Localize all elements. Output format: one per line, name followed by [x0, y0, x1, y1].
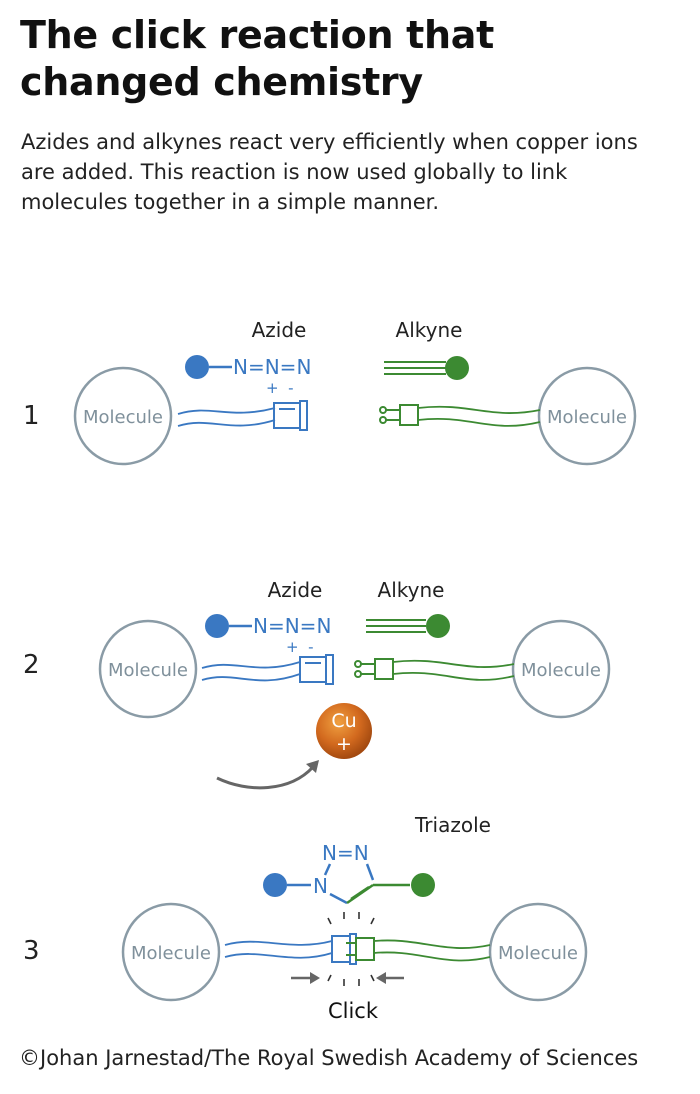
- molecule-right-2: [511, 619, 611, 719]
- molecule-left-2: [98, 619, 198, 719]
- buckle-female-1: [273, 400, 308, 431]
- page-title: The click reaction that changed chemistr…: [20, 12, 494, 106]
- triazole-ring-bonds: [323, 863, 375, 905]
- triazole-label: Triazole: [414, 813, 491, 837]
- step-number-3: 3: [23, 936, 40, 966]
- step-number-1: 1: [23, 401, 40, 431]
- azide-label-2: Azide: [268, 578, 323, 602]
- azide-atom-1: [185, 355, 209, 379]
- subtitle: Azides and alkynes react very efficientl…: [21, 127, 691, 217]
- click-spark-lines: [327, 912, 375, 986]
- azide-formula-2: N=N=N: [253, 614, 331, 638]
- alkyne-tether-3: [373, 939, 491, 962]
- azide-charges-1: + -: [266, 379, 294, 397]
- subtitle-line-2: are added. This reaction is now used glo…: [21, 160, 568, 184]
- buckle-female-2: [299, 654, 334, 685]
- alkyne-tether-1: [417, 405, 541, 427]
- alkyne-triple-bond-2: [366, 619, 426, 633]
- molecule-right-1-label: Molecule: [547, 407, 627, 428]
- subtitle-line-1: Azides and alkynes react very efficientl…: [21, 130, 638, 154]
- click-label: Click: [328, 999, 379, 1023]
- push-arrow-left-icon: [376, 972, 404, 984]
- alkyne-tether-2: [392, 659, 515, 681]
- molecule-right-2-label: Molecule: [521, 660, 601, 681]
- molecule-left-1-label: Molecule: [83, 407, 163, 428]
- buckle-male-1: [379, 404, 419, 426]
- triazole-alkyne-atom: [411, 873, 435, 897]
- molecule-right-3: [488, 902, 588, 1002]
- azide-charges-2: + -: [286, 638, 314, 656]
- azide-tether-3: [224, 940, 333, 959]
- alkyne-label-2: Alkyne: [378, 578, 445, 602]
- subtitle-line-3: molecules together in a simple manner.: [21, 190, 439, 214]
- copper-ion: Cu +: [316, 703, 372, 759]
- title-line-2: changed chemistry: [20, 60, 423, 104]
- triazole-ring-n: N: [313, 874, 328, 898]
- azide-label-1: Azide: [252, 318, 307, 342]
- copper-element: Cu: [331, 710, 356, 732]
- copper-charge: +: [336, 733, 352, 755]
- step-3: 3 Molecule Molecule Triazole N N=N: [23, 813, 588, 1023]
- alkyne-atom-1: [445, 356, 469, 380]
- molecule-left-1: [73, 366, 173, 466]
- azide-atom-2: [205, 614, 229, 638]
- buckle-male-2: [354, 658, 394, 680]
- buckle-joined: [331, 933, 375, 965]
- triazole-azide-atom: [263, 873, 287, 897]
- triazole-ring-top: N=N: [322, 841, 369, 865]
- molecule-left-3-label: Molecule: [131, 943, 211, 964]
- image-credit: ©Johan Jarnestad/The Royal Swedish Acade…: [19, 1046, 639, 1070]
- azide-formula-1: N=N=N: [233, 355, 311, 379]
- molecule-right-1: [537, 366, 637, 466]
- alkyne-triple-bond-1: [384, 361, 446, 375]
- copper-ion-sphere: [316, 703, 372, 759]
- azide-tether-2: [201, 661, 301, 682]
- step-number-2: 2: [23, 650, 40, 680]
- push-arrow-right-icon: [291, 972, 320, 984]
- alkyne-atom-2: [426, 614, 450, 638]
- title-line-1: The click reaction that: [20, 13, 494, 57]
- molecule-left-2-label: Molecule: [108, 660, 188, 681]
- molecule-left-3: [121, 902, 221, 1002]
- step-2: 2 Molecule Molecule Azide Alkyne N=N=N +…: [23, 578, 611, 790]
- curved-arrow-icon: [216, 760, 319, 790]
- alkyne-label-1: Alkyne: [396, 318, 463, 342]
- molecule-right-3-label: Molecule: [498, 943, 578, 964]
- step-1: 1 Molecule Molecule Azide Alkyne N=N=N +…: [23, 318, 637, 466]
- azide-tether-1: [177, 407, 276, 427]
